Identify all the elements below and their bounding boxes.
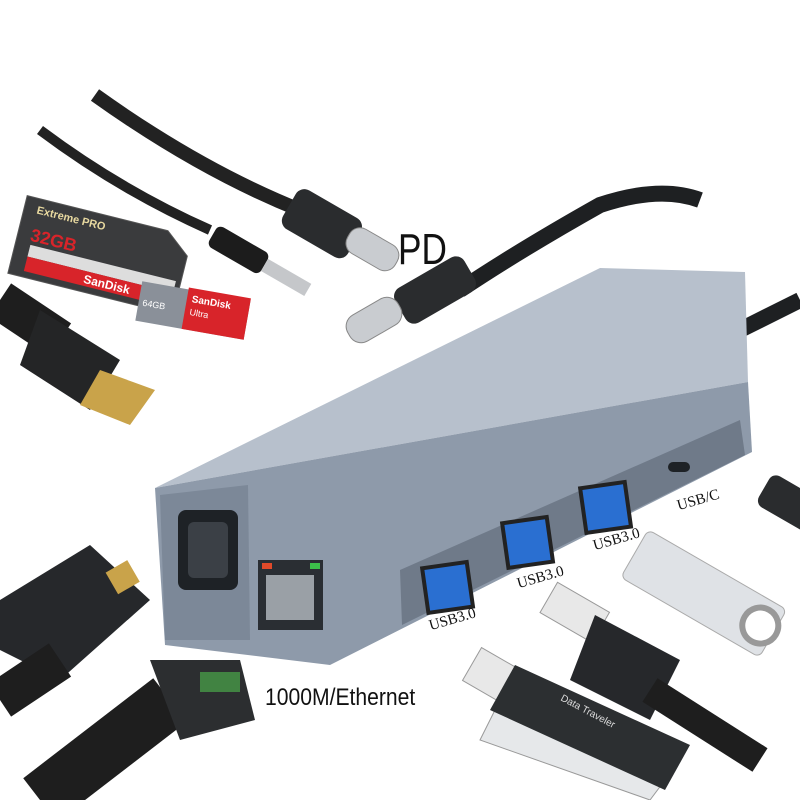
usb-c-plug-right bbox=[757, 475, 800, 531]
usb-a-cable bbox=[539, 581, 768, 772]
hub-cable bbox=[455, 185, 703, 297]
hdmi-plug bbox=[0, 283, 155, 425]
vga-port bbox=[178, 510, 238, 590]
audio-cable bbox=[37, 125, 213, 235]
vga-cable bbox=[0, 545, 150, 717]
ethernet-port bbox=[258, 560, 323, 630]
micro-sd-capacity: 64GB bbox=[142, 298, 166, 312]
ethernet-cable bbox=[23, 660, 255, 800]
hub-cable-right bbox=[736, 292, 800, 338]
pd-cable bbox=[90, 89, 303, 217]
usb-flash-drive-silver bbox=[622, 531, 786, 656]
pd-label: PD bbox=[398, 225, 447, 274]
usb3-port-3 bbox=[577, 479, 634, 536]
micro-sd-line: Ultra bbox=[189, 307, 209, 320]
usb3-port-1 bbox=[419, 559, 476, 616]
audio-jack bbox=[208, 226, 312, 296]
pd-usb-c-plug bbox=[345, 256, 476, 344]
micro-sd-card: 64GB SanDisk Ultra bbox=[135, 281, 251, 340]
usb-c-port bbox=[668, 462, 690, 472]
ethernet-label: 1000M/Ethernet bbox=[265, 684, 416, 711]
usb-c-plug-top bbox=[281, 189, 400, 272]
usb3-port-2 bbox=[499, 514, 556, 571]
